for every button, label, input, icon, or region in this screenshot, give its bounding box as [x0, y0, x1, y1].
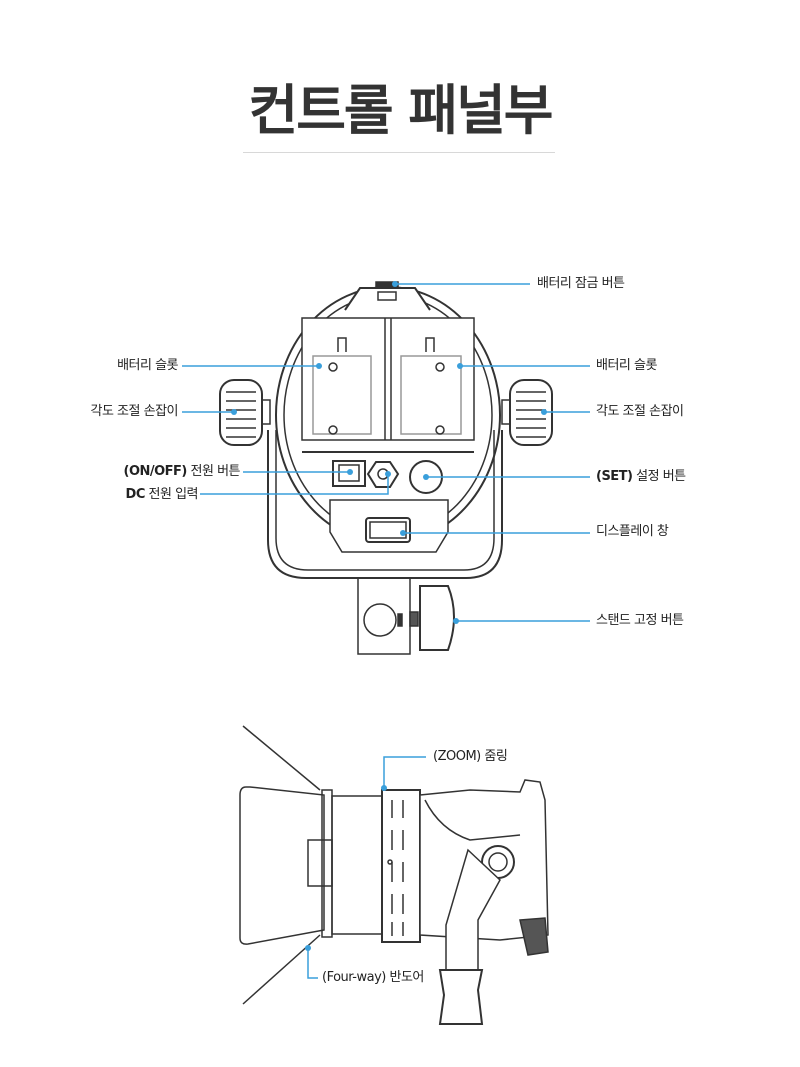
battery-bay	[301, 317, 475, 441]
barn-door-prefix: (Four-way)	[322, 970, 386, 985]
front-view-drawing	[219, 281, 553, 655]
power-switch	[332, 460, 366, 487]
dc-jack	[366, 461, 400, 488]
zoom-ring-prefix: (ZOOM)	[433, 749, 481, 764]
light-body	[419, 779, 549, 941]
battery-lock-button	[375, 281, 399, 289]
power-button-prefix: (ON/OFF)	[123, 464, 188, 479]
display-housing	[329, 499, 449, 553]
label-battery-slot-left: 배터리 슬롯	[117, 358, 178, 373]
battery-slot-left-plate	[312, 355, 372, 435]
dc-input-prefix: DC	[125, 487, 146, 502]
lens-tube	[331, 795, 383, 935]
barn-door-panel	[239, 786, 325, 945]
side-view-drawing	[239, 725, 549, 1025]
label-set-button: (SET) 설정 버튼	[596, 469, 686, 485]
zoom-ring	[381, 789, 421, 943]
barn-door-suffix: 반도어	[389, 970, 425, 985]
set-button-prefix: (SET)	[596, 469, 633, 484]
label-display-window: 디스플레이 창	[596, 524, 669, 539]
label-angle-knob-left: 각도 조절 손잡이	[90, 404, 179, 419]
handle-grip	[438, 969, 484, 1025]
label-zoom-ring: (ZOOM) 줌링	[433, 749, 508, 765]
label-power-button: (ON/OFF) 전원 버튼	[124, 464, 241, 480]
title-divider	[243, 152, 555, 153]
label-barn-door: (Four-way) 반도어	[322, 970, 424, 986]
dc-input-suffix: 전원 입력	[148, 487, 199, 502]
label-dc-input: DC 전원 입력	[125, 487, 199, 503]
label-stand-lock-button: 스탠드 고정 버튼	[596, 613, 684, 628]
zoom-ring-suffix: 줌링	[484, 749, 508, 764]
set-button-suffix: 설정 버튼	[636, 469, 686, 484]
label-battery-lock-button: 배터리 잠금 버튼	[537, 276, 625, 291]
rear-knob	[519, 917, 549, 956]
display-window	[365, 517, 411, 543]
leader-lines	[182, 281, 590, 979]
stand-lock-knob	[419, 585, 455, 651]
barn-door-leaf-top	[242, 725, 321, 791]
power-button-suffix: 전원 버튼	[190, 464, 241, 479]
battery-slot-right-plate	[400, 355, 462, 435]
page-title: 컨트롤 패널부	[248, 79, 554, 142]
label-battery-slot-right: 배터리 슬롯	[596, 358, 657, 373]
label-angle-knob-right: 각도 조절 손잡이	[596, 404, 684, 419]
